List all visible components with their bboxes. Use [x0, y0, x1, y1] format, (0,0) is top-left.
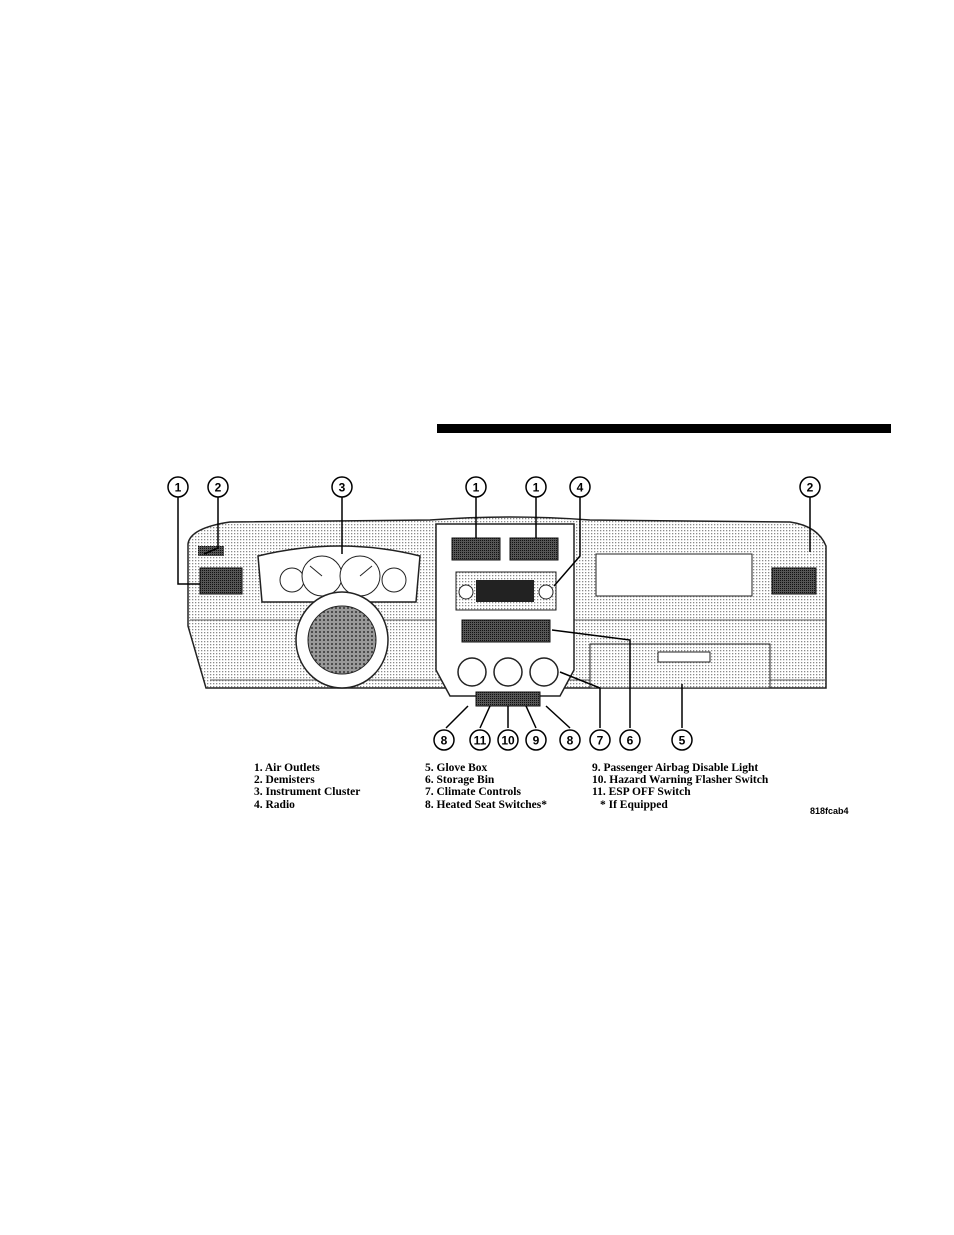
center-stack — [436, 524, 574, 706]
dashboard-illustration: 1 2 3 1 1 4 2 8 — [150, 470, 870, 760]
callout-2-right: 2 — [800, 477, 820, 497]
legend-item: 2. Demisters — [254, 774, 360, 786]
svg-text:3: 3 — [339, 481, 346, 495]
callout-4: 4 — [570, 477, 590, 497]
callout-9: 9 — [526, 730, 546, 750]
header-rule — [437, 424, 891, 433]
legend-item: 11. ESP OFF Switch — [592, 786, 768, 798]
legend-footnote: * If Equipped — [592, 799, 768, 811]
legend-item: 8. Heated Seat Switches* — [425, 799, 547, 811]
callout-2-left: 2 — [208, 477, 228, 497]
callout-11: 11 — [470, 730, 490, 750]
svg-text:1: 1 — [533, 481, 540, 495]
legend-item: 3. Instrument Cluster — [254, 786, 360, 798]
legend-column-3: 9. Passenger Airbag Disable Light 10. Ha… — [592, 762, 768, 811]
steering-wheel-hub — [296, 592, 388, 688]
callout-8-left: 8 — [434, 730, 454, 750]
callout-10: 10 — [498, 730, 518, 750]
svg-text:11: 11 — [474, 734, 487, 748]
svg-text:2: 2 — [807, 481, 814, 495]
svg-text:10: 10 — [501, 734, 515, 748]
svg-text:4: 4 — [577, 481, 584, 495]
legend-item: 6. Storage Bin — [425, 774, 547, 786]
callout-7: 7 — [590, 730, 610, 750]
right-air-outlet — [772, 568, 816, 594]
callout-5: 5 — [672, 730, 692, 750]
legend-item: 5. Glove Box — [425, 762, 547, 774]
callout-8-right: 8 — [560, 730, 580, 750]
svg-text:8: 8 — [441, 734, 448, 748]
svg-text:9: 9 — [533, 734, 540, 748]
svg-text:7: 7 — [597, 734, 604, 748]
left-air-outlet — [200, 568, 242, 594]
svg-text:2: 2 — [215, 481, 222, 495]
legend-column-1: 1. Air Outlets 2. Demisters 3. Instrumen… — [254, 762, 360, 811]
legend-column-2: 5. Glove Box 6. Storage Bin 7. Climate C… — [425, 762, 547, 811]
legend-item: 1. Air Outlets — [254, 762, 360, 774]
svg-text:1: 1 — [473, 481, 480, 495]
svg-text:6: 6 — [627, 734, 634, 748]
callout-1-center-left: 1 — [466, 477, 486, 497]
legend-item: 10. Hazard Warning Flasher Switch — [592, 774, 768, 786]
callout-1-left: 1 — [168, 477, 188, 497]
callout-6: 6 — [620, 730, 640, 750]
svg-text:1: 1 — [175, 481, 182, 495]
legend-item: 4. Radio — [254, 799, 360, 811]
legend-item: 7. Climate Controls — [425, 786, 547, 798]
figure-code: 818fcab4 — [810, 806, 849, 816]
callout-1-center-right: 1 — [526, 477, 546, 497]
svg-text:5: 5 — [679, 734, 686, 748]
legend-item: 9. Passenger Airbag Disable Light — [592, 762, 768, 774]
callout-3: 3 — [332, 477, 352, 497]
svg-text:8: 8 — [567, 734, 574, 748]
